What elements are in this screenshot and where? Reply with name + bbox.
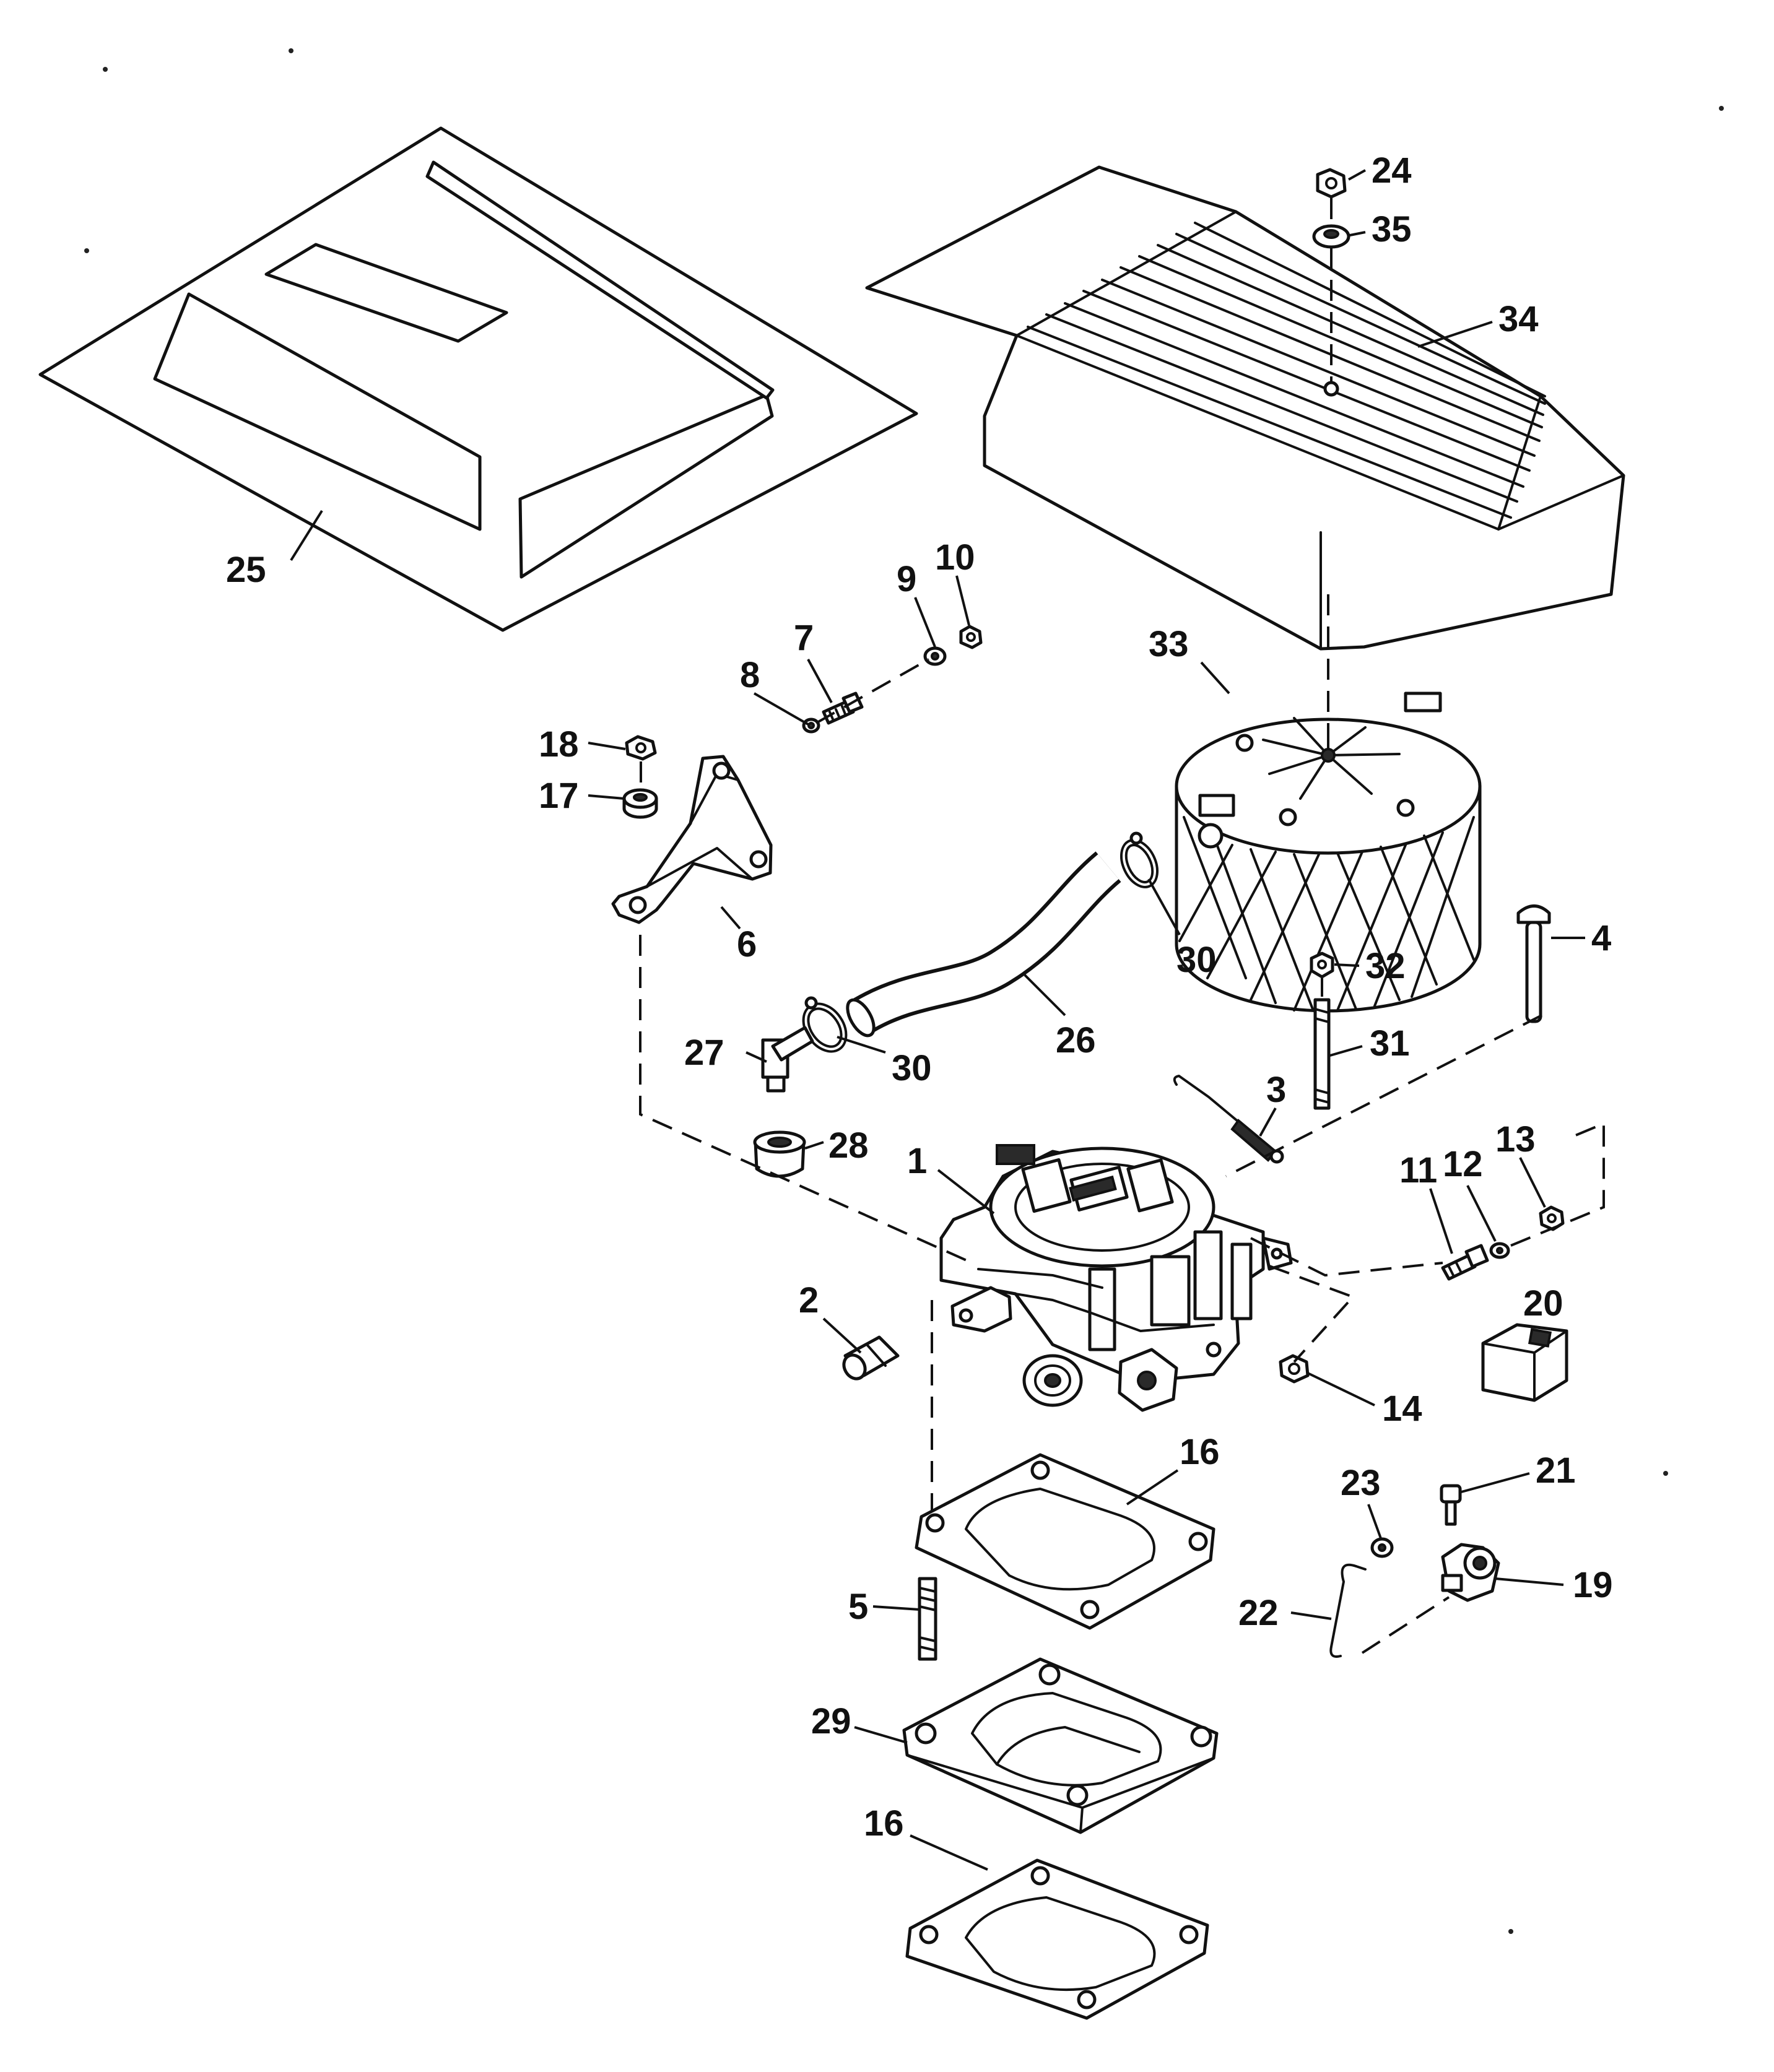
hose-clamp-30-upper <box>1120 831 1159 888</box>
washer-35 <box>1312 224 1350 249</box>
callout-34: 34 <box>1498 299 1539 339</box>
callout-31: 31 <box>1370 1023 1410 1064</box>
bolt-4 <box>1516 904 1551 1023</box>
stud-7 <box>822 691 864 725</box>
callout-30-lower: 30 <box>892 1048 932 1088</box>
callout-21: 21 <box>1536 1450 1576 1491</box>
callout-10: 10 <box>935 537 975 578</box>
gasket-16-lower <box>905 1858 1209 2020</box>
callout-5: 5 <box>848 1587 868 1627</box>
link-rod-22 <box>1329 1563 1367 1658</box>
callout-27: 27 <box>684 1033 724 1073</box>
callout-12: 12 <box>1443 1144 1483 1184</box>
callout-13: 13 <box>1495 1119 1536 1160</box>
stud-5 <box>918 1577 937 1661</box>
cover-block-20 <box>1481 1323 1568 1402</box>
nut-14 <box>1279 1354 1310 1384</box>
callout-19: 19 <box>1573 1565 1613 1605</box>
assembly-lines <box>639 198 1605 1654</box>
callout-6: 6 <box>737 924 757 964</box>
washer-17 <box>622 788 658 819</box>
screw-11 <box>1441 1244 1489 1281</box>
callout-29: 29 <box>811 1701 851 1741</box>
fuel-inlet-fitting-2 <box>842 1335 900 1381</box>
nut-13 <box>1539 1205 1565 1231</box>
callout-16-upper: 16 <box>1180 1432 1220 1472</box>
screw-21 <box>1440 1484 1462 1526</box>
callout-22: 22 <box>1238 1593 1279 1633</box>
callout-9: 9 <box>897 559 916 599</box>
carb-spacer-29 <box>902 1657 1219 1834</box>
bracket-19 <box>1441 1543 1500 1602</box>
elbow-fitting-27 <box>761 1026 814 1093</box>
nut-18 <box>625 735 657 761</box>
washer-8 <box>802 717 820 734</box>
leader-lines <box>290 169 1585 1871</box>
callout-16-lower: 16 <box>864 1803 904 1844</box>
callout-3: 3 <box>1266 1070 1286 1110</box>
callout-1: 1 <box>907 1141 927 1181</box>
washer-12 <box>1489 1242 1510 1259</box>
washer-23 <box>1370 1537 1394 1558</box>
nut-10 <box>959 625 983 649</box>
washer-9 <box>923 646 947 666</box>
callout-4: 4 <box>1591 918 1611 958</box>
carburetor-1 <box>939 1144 1293 1412</box>
callout-18: 18 <box>539 724 579 765</box>
throttle-cable-bracket-6 <box>611 755 773 924</box>
callout-14: 14 <box>1382 1389 1422 1429</box>
callout-35: 35 <box>1372 209 1412 249</box>
flame-arrestor-cover-34 <box>865 165 1625 651</box>
callout-25: 25 <box>226 550 266 590</box>
vent-hose-26 <box>846 851 1121 1038</box>
callout-8: 8 <box>740 655 760 695</box>
callout-24: 24 <box>1372 150 1412 191</box>
callout-11: 11 <box>1399 1150 1437 1190</box>
callout-30-upper: 30 <box>1176 940 1217 980</box>
flame-arrestor-33 <box>1175 691 1482 1013</box>
nut-24 <box>1316 168 1347 199</box>
callout-20: 20 <box>1523 1283 1563 1324</box>
stud-31 <box>1313 998 1331 1110</box>
hood-scoop-cover-25 <box>38 126 918 632</box>
callout-33: 33 <box>1149 624 1189 664</box>
nut-32 <box>1310 951 1334 979</box>
callout-17: 17 <box>539 776 579 816</box>
callout-23: 23 <box>1341 1463 1381 1503</box>
grommet-28 <box>753 1130 806 1178</box>
callout-32: 32 <box>1365 946 1406 986</box>
callout-26: 26 <box>1056 1020 1096 1060</box>
callout-labels: 1 2 3 4 5 6 7 8 9 10 11 12 13 14 16 16 1… <box>226 150 1613 1844</box>
gasket-16-upper <box>915 1453 1215 1630</box>
callout-7: 7 <box>794 618 814 658</box>
callout-2: 2 <box>799 1280 819 1320</box>
callout-28: 28 <box>828 1125 869 1166</box>
